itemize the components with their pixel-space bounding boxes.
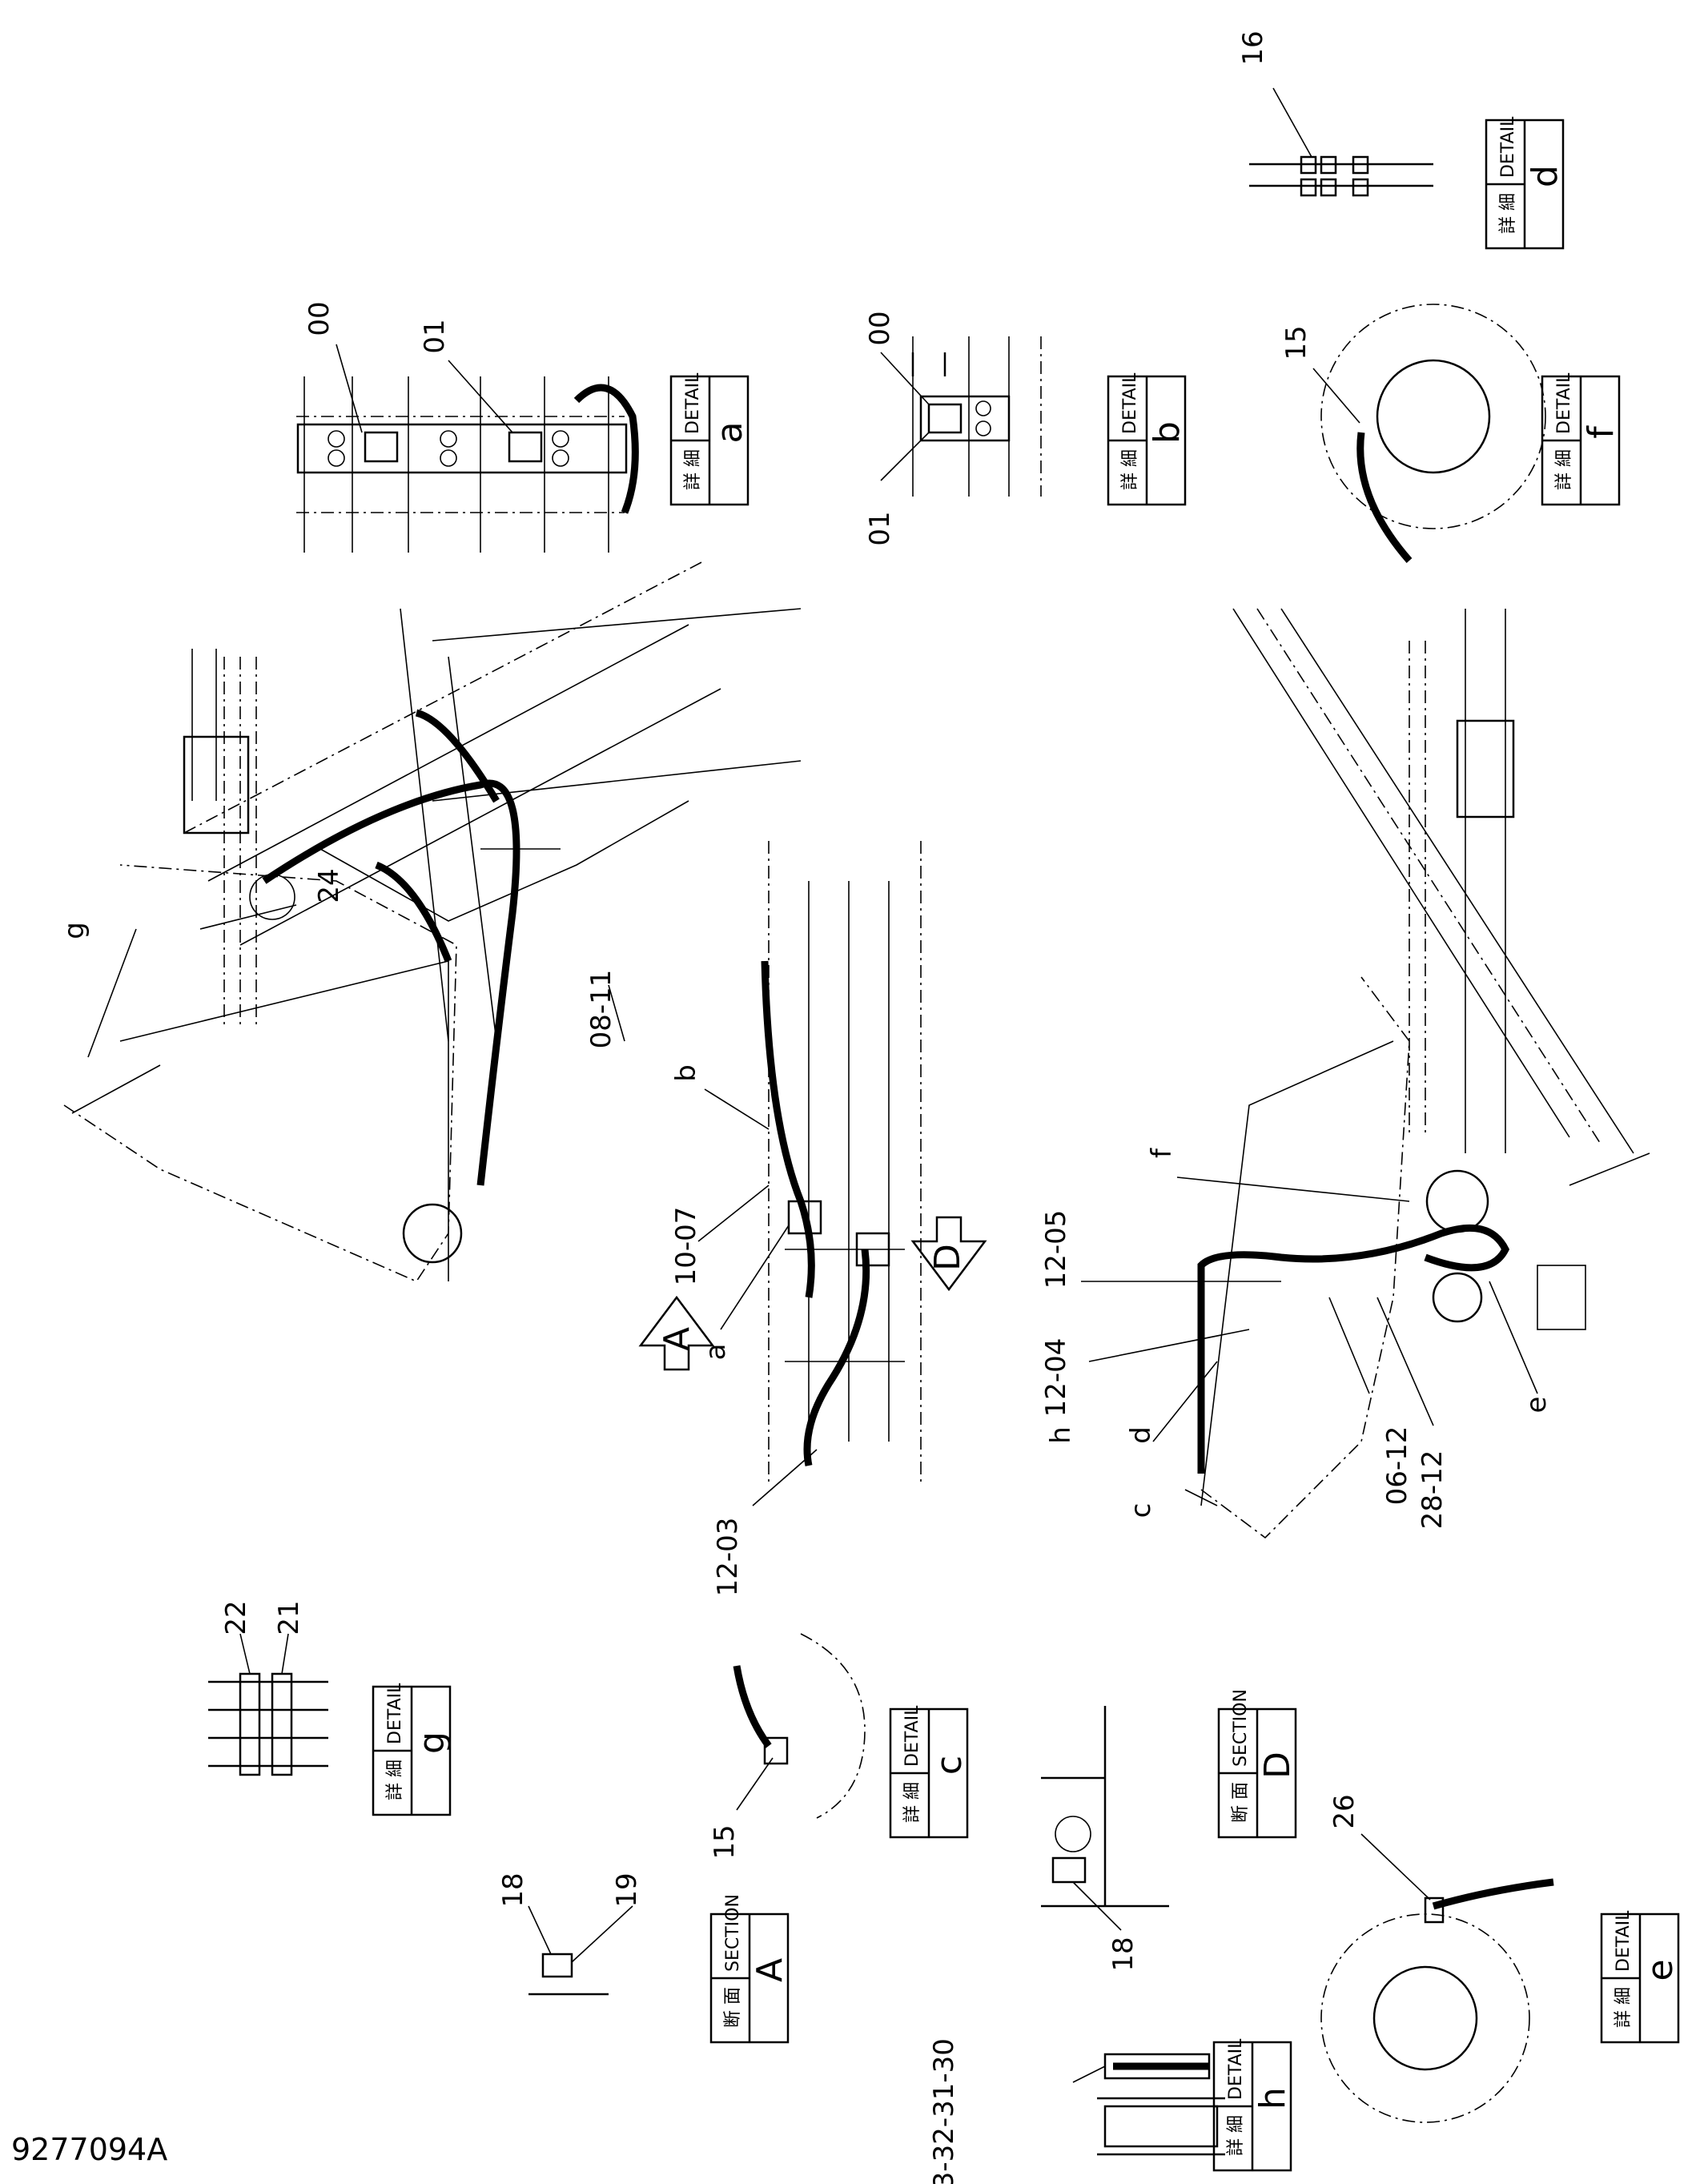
drawing-number: 9277094A (11, 2132, 168, 2167)
callout-bot-12-05: 12-05 (1040, 1210, 1072, 1289)
detail-h-figure: 33-32-31-30 (928, 2038, 1225, 2184)
callout-bot-06-12: 06-12 (1381, 1426, 1413, 1506)
callout-b-00: 00 (864, 311, 896, 345)
section-arrow-D (910, 1216, 987, 1292)
callout-top-24: 24 (313, 868, 345, 903)
callout-mid-12-03: 12-03 (712, 1518, 744, 1597)
callout-a-01: 01 (419, 319, 451, 353)
callout-h-stack: 33-32-31-30 (928, 2038, 960, 2184)
callout-top-08-11: 08-11 (585, 970, 617, 1049)
callout-a-00: 00 (303, 301, 336, 336)
callout-bot-h: h (1045, 1426, 1077, 1444)
svg-text:c: c (929, 1756, 970, 1775)
detail-box-g: 詳 細 DETAIL g (372, 1683, 452, 1816)
detail-box-f: 詳 細 DETAIL f (1541, 372, 1622, 506)
detail-box-a: 詳 細 DETAIL a (669, 372, 750, 506)
svg-text:詳 細: 詳 細 (902, 1782, 922, 1823)
callout-bot-12-04: 12-04 (1040, 1338, 1072, 1418)
top-boom-view (63, 560, 802, 1283)
callout-mid-a: a (700, 1344, 732, 1361)
svg-text:DETAIL: DETAIL (385, 1683, 405, 1744)
detail-box-d: 詳 細 DETAIL d (1485, 116, 1565, 250)
svg-text:DETAIL: DETAIL (683, 372, 703, 434)
svg-text:詳 細: 詳 細 (1554, 449, 1574, 490)
section-box-A: 断 面 SECTION A (709, 1894, 790, 2044)
svg-text:f: f (1581, 425, 1622, 439)
svg-text:詳 細: 詳 細 (1614, 1987, 1634, 2028)
svg-text:詳 細: 詳 細 (1498, 193, 1518, 234)
arrow-label-A: A (657, 1327, 697, 1351)
detail-box-e: 詳 細 DETAIL e (1600, 1910, 1681, 2044)
callout-d-16: 16 (1237, 30, 1269, 65)
section-box-D: 断 面 SECTION D (1217, 1689, 1298, 1839)
detail-e-figure: 26 (1320, 1794, 1554, 2123)
detail-g-figure: 22 21 (208, 1600, 328, 1776)
top-view-leaders: g 24 08-11 (58, 848, 625, 1049)
callout-g-22: 22 (220, 1600, 252, 1635)
svg-text:SECTION: SECTION (723, 1894, 743, 1972)
detail-a-figure (296, 376, 639, 553)
svg-text:詳 細: 詳 細 (385, 1760, 405, 1800)
detail-b-figure (911, 336, 1042, 497)
bottom-boom-view (1197, 608, 1650, 1539)
callout-A-18: 18 (497, 1872, 529, 1907)
svg-text:h: h (1252, 2087, 1293, 2110)
svg-text:A: A (750, 1958, 790, 1982)
svg-text:DETAIL: DETAIL (1554, 372, 1574, 434)
callout-mid-b: b (670, 1064, 702, 1082)
svg-text:SECTION: SECTION (1231, 1689, 1251, 1767)
callout-bot-28-12: 28-12 (1417, 1450, 1449, 1530)
callout-mid-10-07: 10-07 (670, 1207, 702, 1286)
svg-text:詳 細: 詳 細 (1226, 2115, 1246, 2156)
svg-text:a: a (709, 422, 750, 444)
bottom-view-leaders: 12-05 f 12-04 h d c 28-12 06-12 e (1040, 1148, 1553, 1529)
svg-text:詳 細: 詳 細 (1120, 449, 1140, 490)
callout-bot-d: d (1125, 1426, 1157, 1444)
svg-text:DETAIL: DETAIL (1614, 1910, 1634, 1972)
section-A-figure: 18 19 (497, 1872, 643, 1996)
detail-box-b: 詳 細 DETAIL b (1107, 372, 1188, 506)
detail-b-leaders: 00 01 (864, 311, 930, 546)
svg-text:DETAIL: DETAIL (1120, 372, 1140, 434)
svg-text:断 面: 断 面 (723, 1987, 743, 2028)
detail-box-h: 詳 細 DETAIL h (1212, 2038, 1293, 2172)
svg-text:g: g (412, 1732, 452, 1754)
callout-b-01: 01 (864, 511, 896, 545)
callout-bot-e: e (1521, 1397, 1553, 1414)
detail-a-leaders: 00 01 (303, 301, 513, 433)
callout-f-15: 15 (1280, 325, 1312, 360)
detail-c-figure: 15 (709, 1633, 866, 1860)
callout-g-21: 21 (273, 1600, 305, 1635)
callout-bot-f: f (1146, 1148, 1178, 1158)
middle-view (638, 841, 987, 1482)
section-D-figure: 18 (1041, 1706, 1169, 1972)
svg-text:DETAIL: DETAIL (1226, 2038, 1246, 2100)
svg-text:DETAIL: DETAIL (1498, 116, 1518, 178)
svg-text:e: e (1640, 1959, 1681, 1981)
detail-f-figure: 15 (1280, 304, 1546, 563)
callout-bot-c: c (1125, 1503, 1157, 1518)
svg-text:DETAIL: DETAIL (902, 1705, 922, 1767)
callout-e-26: 26 (1328, 1794, 1360, 1828)
svg-text:b: b (1147, 421, 1188, 444)
detail-d-figure: 16 (1237, 30, 1433, 197)
section-arrow-A (638, 1295, 715, 1371)
callout-c-15: 15 (709, 1824, 741, 1859)
callout-A-19: 19 (611, 1872, 643, 1907)
arrow-label-D: D (927, 1244, 968, 1271)
middle-view-leaders: b 10-07 a 12-03 A D (657, 1064, 968, 1596)
svg-text:断 面: 断 面 (1231, 1782, 1251, 1823)
svg-text:D: D (1257, 1752, 1298, 1779)
callout-D-18: 18 (1107, 1937, 1139, 1971)
svg-text:d: d (1525, 165, 1565, 187)
detail-box-c: 詳 細 DETAIL c (889, 1705, 970, 1839)
callout-top-g: g (58, 922, 90, 939)
svg-text:詳 細: 詳 細 (683, 449, 703, 490)
